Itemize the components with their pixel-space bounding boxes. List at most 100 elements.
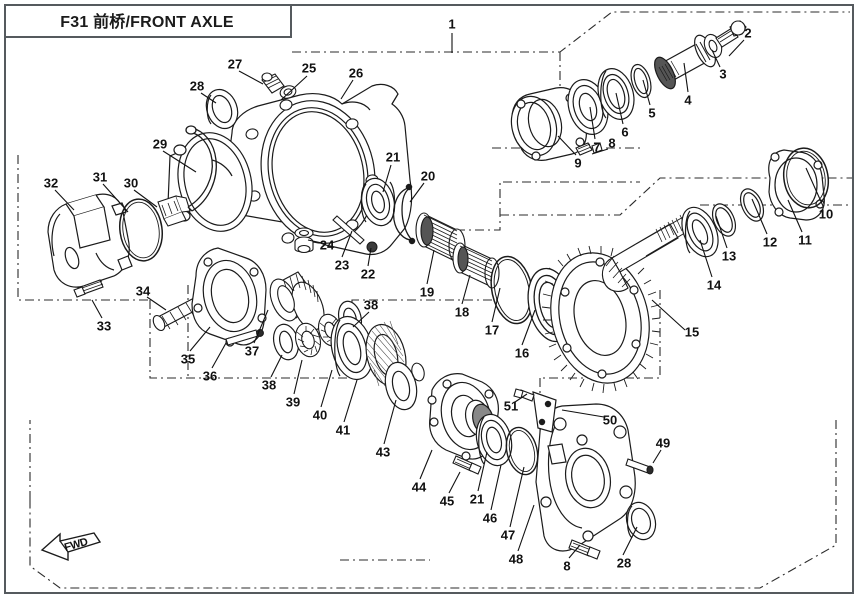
leader-line-33 bbox=[91, 299, 103, 319]
part-29-wiring-harness bbox=[185, 125, 233, 212]
leader-line-5 bbox=[642, 79, 651, 106]
callout-number-2: 2 bbox=[744, 25, 752, 41]
part-24-drain-plug bbox=[294, 236, 314, 254]
callout-number-23: 23 bbox=[334, 257, 350, 273]
callout-number-15: 15 bbox=[684, 324, 700, 340]
page-title: F31 前桥/FRONT AXLE bbox=[60, 14, 234, 31]
leader-line-4 bbox=[683, 62, 689, 93]
callout-number-46: 46 bbox=[482, 510, 498, 526]
callout-number-28: 28 bbox=[616, 555, 632, 571]
leader-line-12 bbox=[751, 198, 768, 235]
part-20-snap-ring bbox=[392, 183, 416, 245]
leader-line-13 bbox=[715, 215, 728, 249]
callout-number-50: 50 bbox=[602, 412, 618, 428]
callout-number-51: 51 bbox=[503, 398, 519, 414]
leader-line-25 bbox=[280, 75, 308, 101]
leader-line-19 bbox=[426, 249, 435, 285]
callout-number-21: 21 bbox=[385, 149, 401, 165]
group-boundaries bbox=[17, 11, 852, 589]
callout-number-4: 4 bbox=[684, 92, 692, 108]
part-28-oil-seal-upper bbox=[205, 88, 239, 130]
callout-number-45: 45 bbox=[439, 493, 455, 509]
part-38-thrust-washer-left bbox=[272, 323, 300, 361]
leader-line-2 bbox=[728, 39, 745, 57]
callout-number-14: 14 bbox=[706, 277, 722, 293]
part-32-differential-actuator bbox=[47, 193, 133, 288]
callout-number-21: 21 bbox=[469, 491, 485, 507]
leader-line-44 bbox=[419, 449, 433, 480]
callout-number-6: 6 bbox=[621, 124, 629, 140]
callout-number-5: 5 bbox=[648, 105, 656, 121]
callout-number-13: 13 bbox=[721, 248, 737, 264]
callout-number-39: 39 bbox=[285, 394, 301, 410]
leader-line-47 bbox=[509, 466, 525, 528]
part-2-flange-bolt bbox=[715, 20, 747, 48]
leader-line-10 bbox=[805, 167, 824, 207]
leader-line-37 bbox=[253, 309, 269, 344]
part-12-shim-outer bbox=[739, 188, 765, 222]
part-9-hub-carrier bbox=[510, 87, 587, 161]
leader-line-36 bbox=[211, 342, 227, 369]
callout-number-36: 36 bbox=[202, 368, 218, 384]
leader-line-28 bbox=[200, 92, 217, 104]
leader-line-9 bbox=[557, 135, 577, 156]
part-49-dowel-pin bbox=[625, 458, 654, 475]
part-11-bearing-retainer-plate bbox=[768, 149, 825, 221]
leader-line-21 bbox=[382, 164, 392, 193]
part-48-cover-bolt bbox=[568, 539, 601, 560]
leader-line-18 bbox=[461, 274, 471, 305]
leader-line-38 bbox=[352, 311, 370, 328]
callout-number-31: 31 bbox=[92, 169, 108, 185]
leader-line-48 bbox=[517, 504, 535, 552]
callout-number-43: 43 bbox=[375, 444, 391, 460]
part-47-rear-cover bbox=[535, 403, 636, 552]
leader-line-8 bbox=[591, 148, 609, 155]
callout-number-32: 32 bbox=[43, 175, 59, 191]
leader-line-39 bbox=[293, 359, 303, 395]
leader-line-28 bbox=[622, 526, 638, 556]
callout-number-8: 8 bbox=[563, 558, 571, 574]
callout-number-38: 38 bbox=[363, 297, 379, 313]
part-21-bearing-lower bbox=[475, 413, 513, 467]
part-22-steel-ball bbox=[366, 241, 378, 253]
callout-number-37: 37 bbox=[244, 343, 260, 359]
leader-line-49 bbox=[652, 449, 662, 464]
leader-line-34 bbox=[146, 296, 167, 311]
callout-number-9: 9 bbox=[574, 155, 582, 171]
callout-number-7: 7 bbox=[593, 139, 601, 155]
callout-number-27: 27 bbox=[227, 56, 243, 72]
leader-line-41 bbox=[343, 379, 358, 423]
leader-line-32 bbox=[54, 189, 75, 211]
leader-line-46 bbox=[490, 464, 502, 511]
leader-line-51 bbox=[514, 393, 528, 403]
part-31-o-ring bbox=[119, 198, 163, 262]
leader-line-16 bbox=[521, 309, 536, 346]
part-46-o-ring bbox=[505, 426, 539, 476]
part-25-washer-upper bbox=[279, 85, 297, 99]
leader-line-3 bbox=[711, 49, 721, 68]
callout-number-33: 33 bbox=[96, 318, 112, 334]
part-50-bracket bbox=[532, 391, 557, 433]
part-42-retaining-ring bbox=[411, 362, 425, 382]
leader-line-23 bbox=[341, 230, 353, 258]
callout-number-18: 18 bbox=[454, 304, 470, 320]
callout-number-11: 11 bbox=[798, 232, 812, 248]
part-51-bracket-bolt bbox=[513, 388, 535, 402]
leader-line-11 bbox=[787, 199, 803, 233]
part-26-left-flange bbox=[167, 132, 253, 232]
leader-line-45 bbox=[448, 471, 461, 494]
diagram-outer-border bbox=[4, 4, 854, 594]
callout-number-10: 10 bbox=[818, 206, 834, 222]
callout-number-34: 34 bbox=[135, 283, 151, 299]
part-4-wheel-hub-shaft bbox=[654, 34, 716, 90]
leader-line-27 bbox=[238, 70, 264, 85]
part-21-bearing-upper bbox=[360, 177, 396, 227]
leader-line-26 bbox=[340, 79, 354, 100]
leader-line-50 bbox=[561, 409, 605, 418]
callout-number-24: 24 bbox=[319, 237, 335, 253]
part-36-cross-pin bbox=[225, 329, 264, 346]
callout-number-22: 22 bbox=[360, 266, 376, 282]
callout-leader-lines bbox=[54, 33, 824, 559]
callout-number-1: 1 bbox=[448, 16, 456, 32]
